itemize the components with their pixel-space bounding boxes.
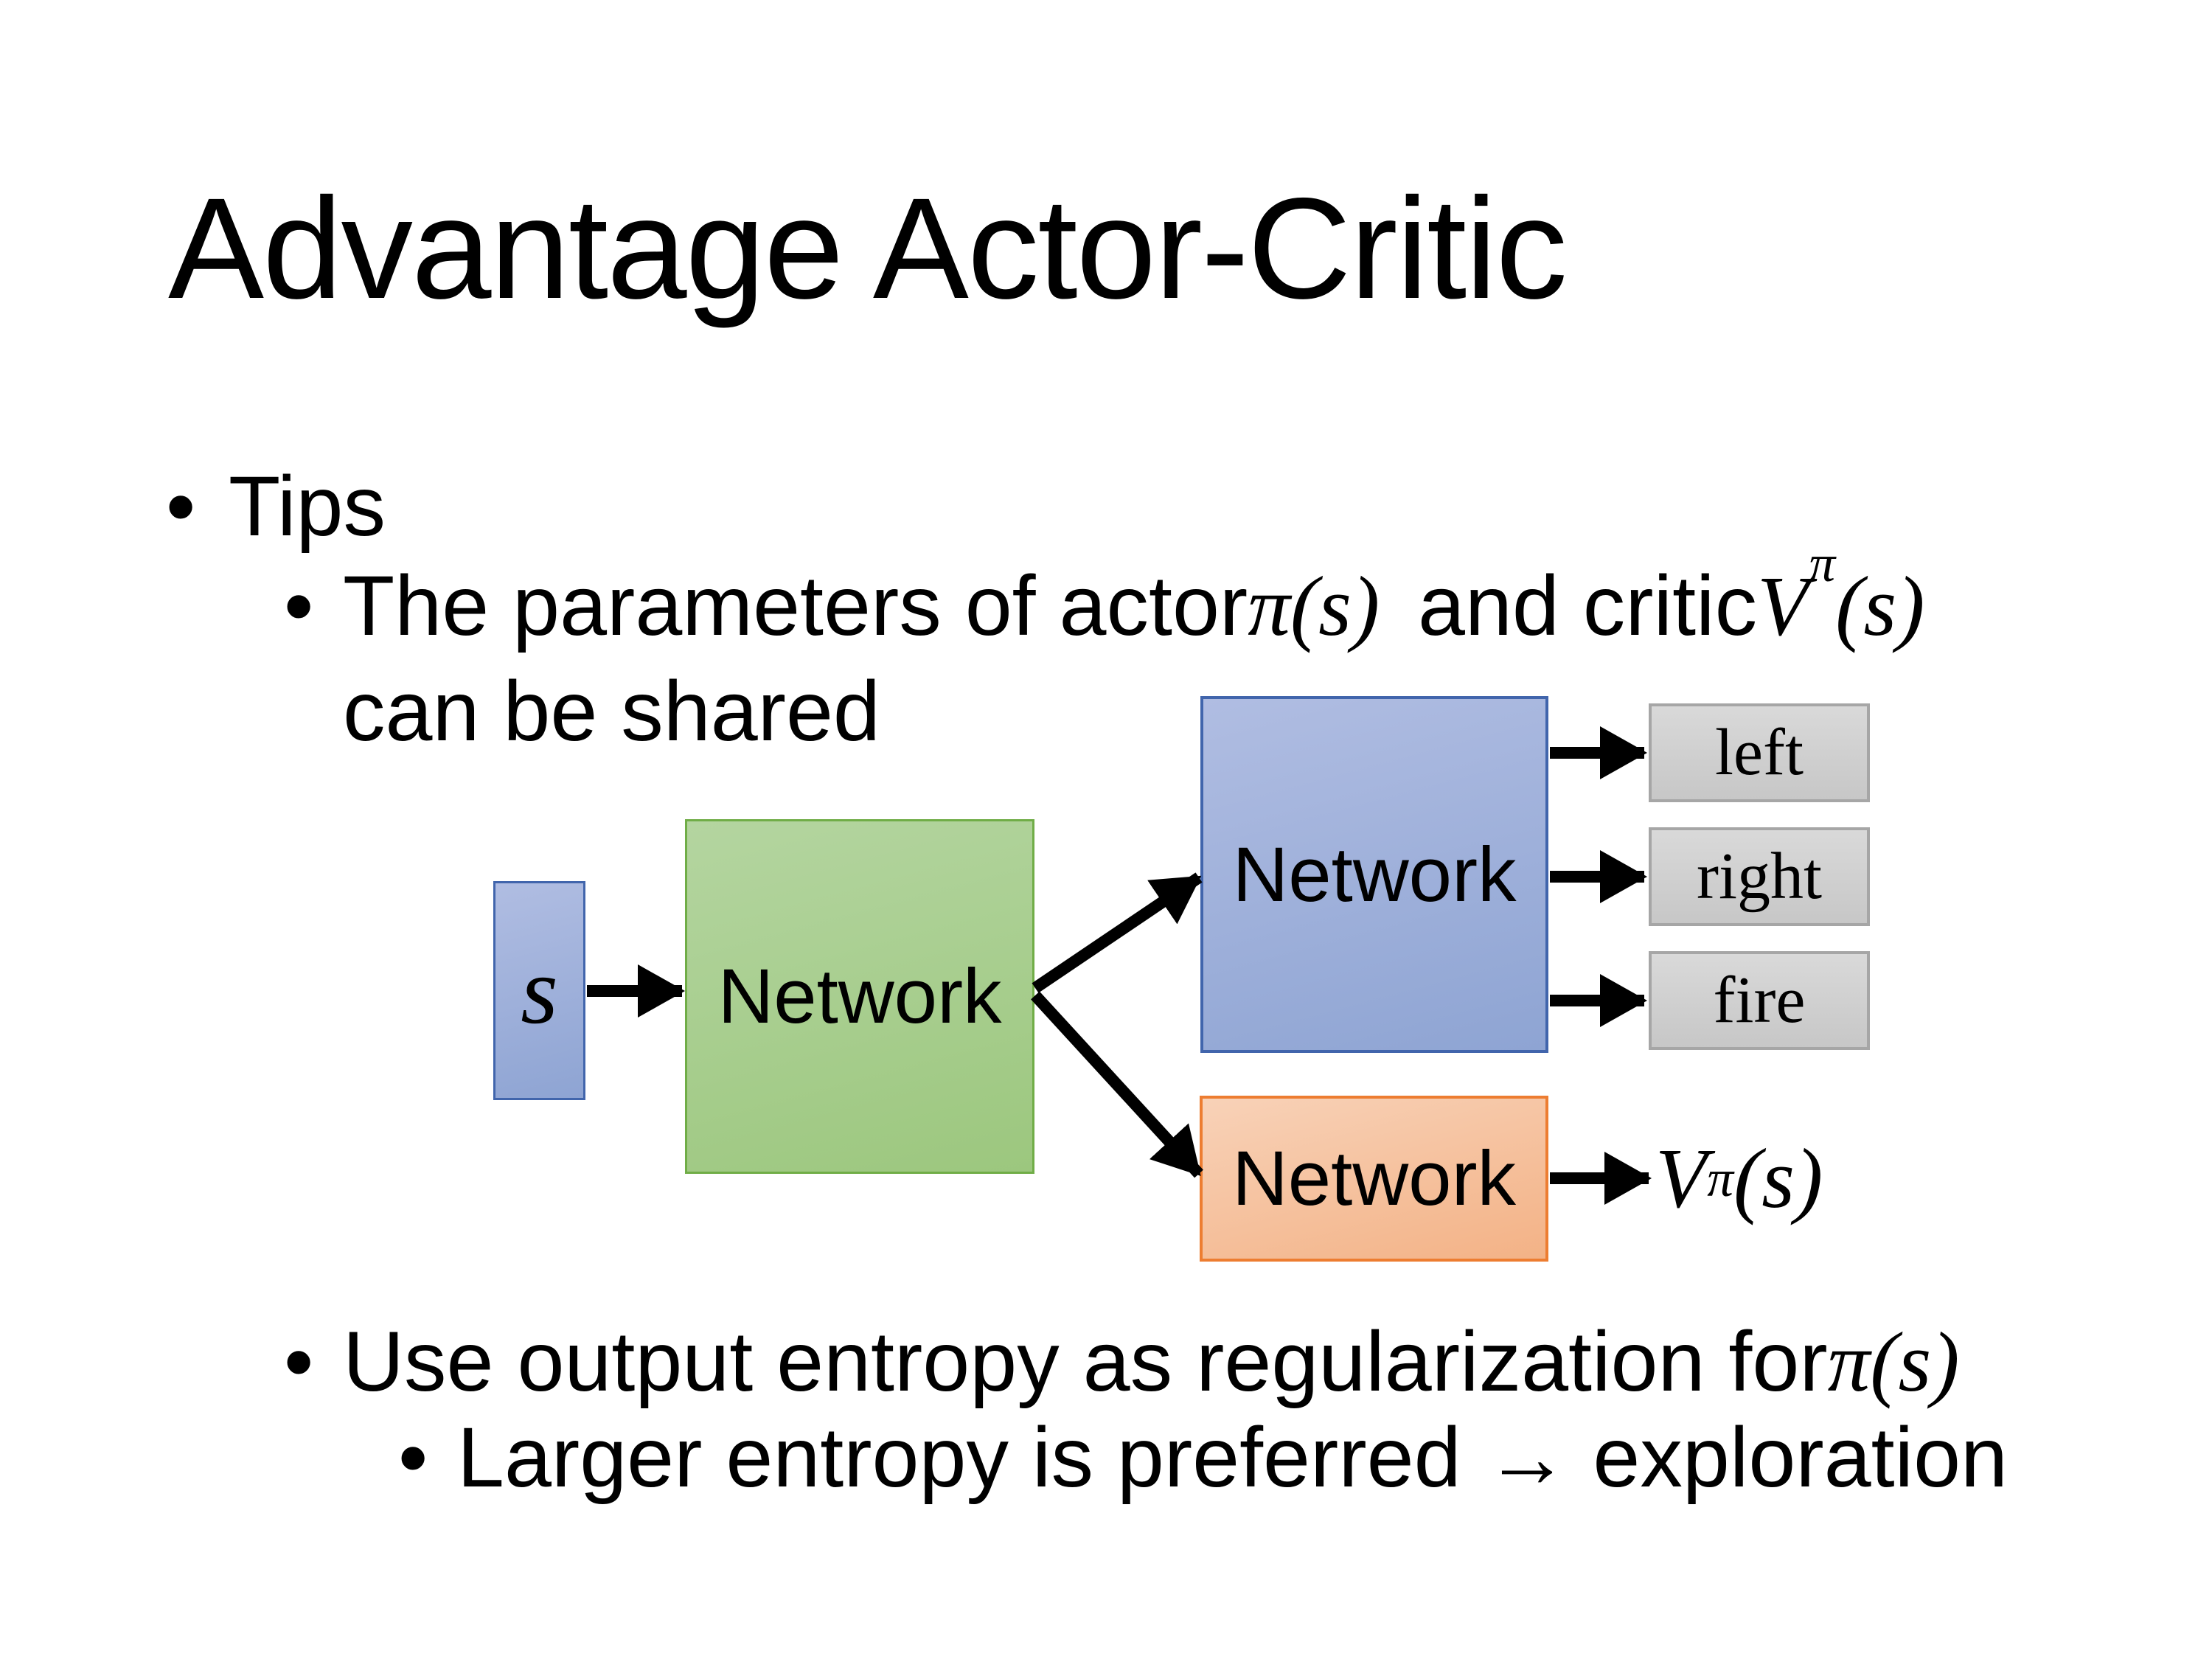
bullet-dot: • bbox=[284, 1315, 314, 1409]
action-box-right: right bbox=[1649, 827, 1870, 926]
bullet-parameters-line2: can be shared bbox=[343, 669, 880, 754]
action-left-label: left bbox=[1715, 716, 1804, 789]
arrow-shared-to-actor bbox=[1032, 872, 1203, 993]
critic-network-label: Network bbox=[1231, 1135, 1517, 1222]
bullet-dot: • bbox=[284, 559, 314, 653]
bullet-parameters-text: The parameters of actor bbox=[343, 559, 1248, 653]
math-pi-s: π(s) bbox=[1248, 560, 1380, 653]
shared-network-label: Network bbox=[717, 953, 1002, 1040]
math-value-v: V bbox=[1757, 560, 1809, 653]
math-value-arg: (s) bbox=[1733, 1132, 1823, 1225]
bullet-dot: • bbox=[166, 459, 196, 554]
slide-title: Advantage Actor-Critic bbox=[168, 168, 1568, 329]
bullet-larger-entropy: •Larger entropy is preferred → explorati… bbox=[398, 1416, 2008, 1500]
bullet-dot: • bbox=[398, 1411, 428, 1505]
critic-network-box: Network bbox=[1200, 1096, 1548, 1262]
bullet-entropy-text: Use output entropy as regularization for bbox=[343, 1315, 1828, 1409]
actor-network-box: Network bbox=[1200, 696, 1548, 1053]
shared-network-box: Network bbox=[685, 819, 1034, 1174]
bullet-parameters-line2-text: can be shared bbox=[343, 664, 880, 759]
arrow-shared-to-critic bbox=[1031, 991, 1203, 1178]
action-box-left: left bbox=[1649, 703, 1870, 802]
bullet-entropy: •Use output entropy as regularization fo… bbox=[284, 1320, 1960, 1405]
action-box-fire: fire bbox=[1649, 951, 1870, 1050]
math-pi-s: π(s) bbox=[1827, 1315, 1960, 1409]
bullet-parameters: •The parameters of actor π(s)and critic … bbox=[284, 535, 1925, 653]
bullet-tips: •Tips bbox=[166, 465, 386, 549]
math-value-arg: (s) bbox=[1835, 560, 1925, 653]
action-right-label: right bbox=[1697, 840, 1822, 913]
bullet-parameters-text2: and critic bbox=[1417, 559, 1758, 653]
math-value-v: V bbox=[1655, 1132, 1708, 1225]
bullet-tips-label: Tips bbox=[229, 459, 386, 554]
state-input-box: s bbox=[493, 881, 585, 1100]
actor-network-label: Network bbox=[1232, 831, 1517, 918]
action-fire-label: fire bbox=[1713, 964, 1806, 1037]
bullet-larger-entropy-text: Larger entropy is preferred → exploratio… bbox=[457, 1411, 2008, 1505]
state-label: s bbox=[521, 937, 558, 1044]
